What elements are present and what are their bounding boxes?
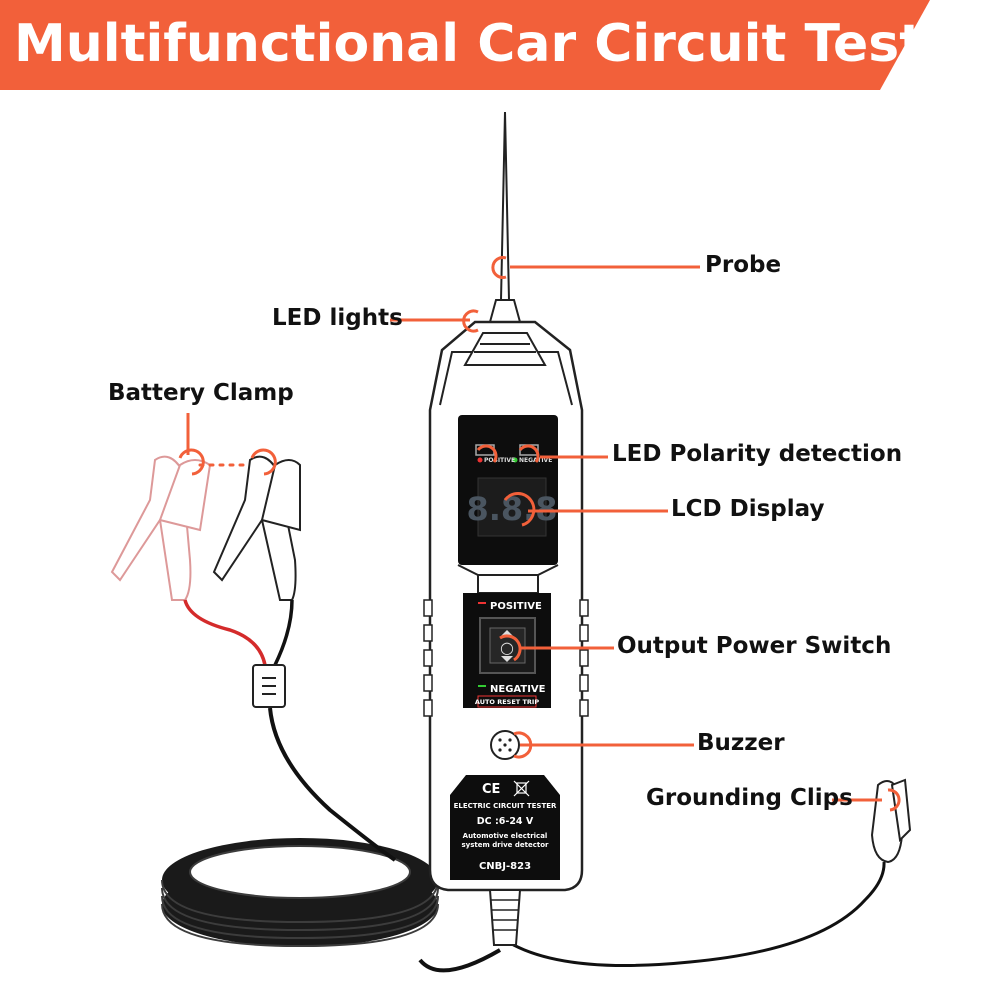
desc-line-1: Automotive electrical	[463, 832, 548, 840]
model-number: CNBJ-823	[479, 861, 531, 872]
led-lights-label: LED lights	[272, 305, 403, 331]
switch-symbol: ○	[500, 638, 514, 657]
callout-markers	[178, 256, 901, 812]
product-name: ELECTRIC CIRCUIT TESTER	[454, 802, 557, 810]
info-plate	[450, 775, 560, 880]
wire-connector	[252, 664, 286, 708]
page-title: Multifunctional Car Circuit Tester	[14, 14, 986, 74]
battery-clamp-red	[110, 455, 212, 601]
probe-label: Probe	[705, 252, 782, 278]
strain-relief	[488, 889, 522, 946]
tester-body: 8.8.8 POSITIVE NEGATIVE POSITIVE ○ NEGAT…	[423, 320, 589, 892]
ground-cable	[504, 861, 886, 968]
negative-led	[512, 457, 518, 463]
coiled-cable	[161, 838, 439, 948]
desc-line-2: system drive detector	[462, 841, 549, 849]
buzzer-label: Buzzer	[697, 730, 785, 756]
negative-label: NEGATIVE	[490, 684, 546, 695]
weee-icon	[513, 780, 530, 797]
tester-cable	[418, 948, 502, 973]
title-banner: Multifunctional Car Circuit Tester	[0, 0, 1000, 90]
banner-shape	[0, 0, 930, 90]
lcd-display-label: LCD Display	[671, 496, 825, 522]
battery-clamp-label: Battery Clamp	[108, 380, 294, 406]
positive-small-label: POSITIVE	[484, 457, 515, 464]
positive-label: POSITIVE	[490, 601, 542, 612]
led-polarity-label: LED Polarity detection	[612, 441, 903, 467]
black-wire	[273, 599, 294, 666]
output-switch-label: Output Power Switch	[617, 633, 892, 659]
probe-tip	[488, 111, 522, 323]
positive-led	[477, 457, 483, 463]
ce-mark: CE	[482, 782, 500, 797]
grounding-clips-label: Grounding Clips	[646, 785, 853, 811]
red-wire	[183, 599, 267, 666]
callout-lines	[186, 265, 882, 802]
clamp-cable	[268, 707, 397, 862]
grounding-clip	[870, 778, 912, 864]
lcd-digits: 8.8.8	[466, 490, 557, 528]
auto-reset-label: AUTO RESET TRIP	[475, 698, 539, 706]
dc-range: DC :6-24 V	[477, 816, 534, 827]
battery-clamp-black	[212, 455, 301, 601]
